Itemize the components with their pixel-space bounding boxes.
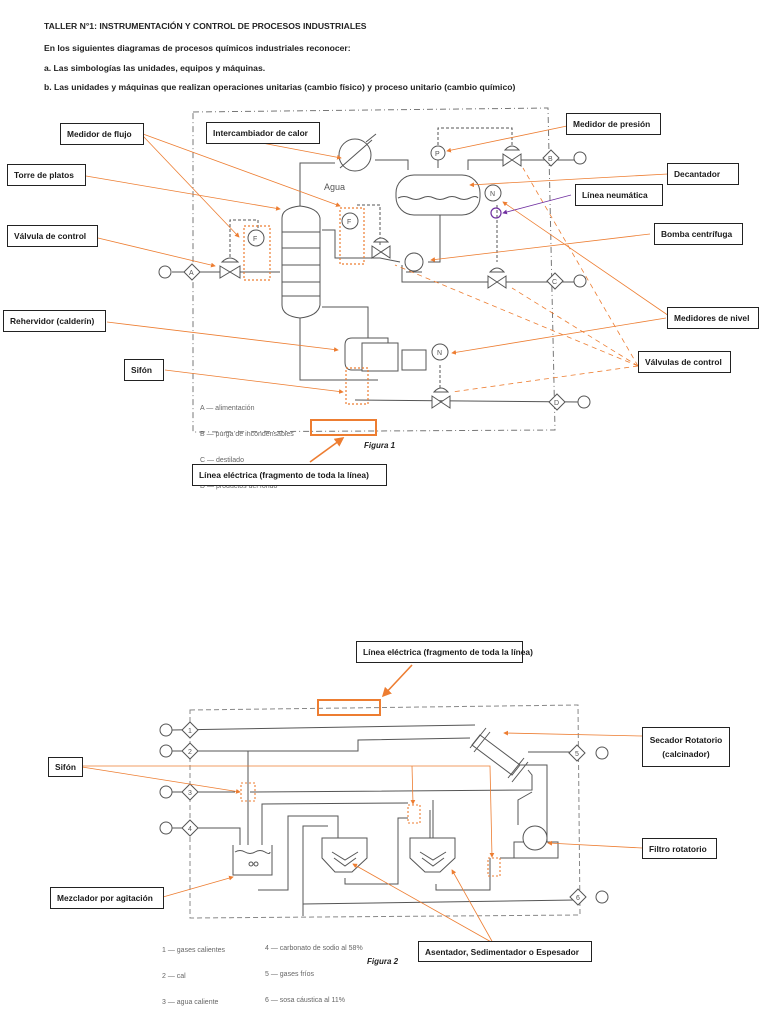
flow-meter-icon <box>341 212 359 230</box>
heat-exchanger-icon <box>338 133 377 172</box>
stream-tag-b: B <box>548 156 553 163</box>
stream-tag-4: 4 <box>188 826 192 833</box>
legend-item: 2 — cal <box>162 972 186 980</box>
pneumatic-annotation-arrow <box>502 194 572 215</box>
stream-tag-a: A <box>189 270 194 277</box>
settler-icon <box>321 837 456 873</box>
legend-item: 5 — gases fríos <box>265 970 315 978</box>
stream-tag-6: 6 <box>576 895 580 902</box>
label-medidor-presion: Medidor de presión <box>566 113 661 135</box>
electric-line-highlight <box>310 419 377 436</box>
level-meter-icon <box>431 184 502 361</box>
figure1-legend: A — alimentación B — purga de incondensa… <box>200 388 294 500</box>
label-medidor-flujo: Medidor de flujo <box>60 123 144 145</box>
legend-item: 3 — agua caliente <box>162 998 219 1006</box>
figure2-stream-diamonds <box>159 721 609 906</box>
electric-annotation-arrow <box>309 437 345 463</box>
stream-tag-diamonds <box>158 149 591 411</box>
electric-annotation-arrow-2 <box>381 664 413 698</box>
pressure-meter-icon <box>430 145 446 161</box>
level-meter-tag: N <box>437 350 442 357</box>
label-sifon: Sifón <box>124 359 164 381</box>
legend-item: B — purga de incondensables <box>200 430 294 438</box>
legend-item: A — alimentación <box>200 405 255 413</box>
document-title: TALLER N°1: INSTRUMENTACIÓN Y CONTROL DE… <box>44 21 367 31</box>
legend-item: 4 — carbonato de sodio al 58% <box>265 945 363 953</box>
instructions-intro: En los siguientes diagramas de procesos … <box>44 43 351 53</box>
label-intercambiador-calor: Intercambiador de calor <box>206 122 320 144</box>
flow-meter-tag: F <box>347 219 351 226</box>
stream-tag-1: 1 <box>188 728 192 735</box>
highlight-boxes <box>243 207 369 405</box>
figure1-caption: Figura 1 <box>364 441 396 450</box>
figure2-process-lines <box>171 724 577 916</box>
control-valve-icon <box>219 145 522 409</box>
pneumatic-line-highlight <box>490 207 502 219</box>
label-linea-electrica-2: Línea eléctrica (fragmento de toda la lí… <box>356 641 533 663</box>
pressure-meter-tag: P <box>435 151 440 158</box>
instruction-item-b: b. Las unidades y máquinas que realizan … <box>44 82 516 92</box>
siphon-highlights <box>240 782 501 877</box>
figure2-annotation-arrows <box>81 730 643 944</box>
label-bomba-centrifuga: Bomba centrífuga <box>654 223 743 245</box>
rotary-filter-icon <box>513 825 559 859</box>
figure2-legend-left: 1 — gases calientes 2 — cal 3 — agua cal… <box>162 930 225 1016</box>
label-decantador: Decantador <box>667 163 739 185</box>
flow-meter-icon <box>247 229 265 247</box>
label-secador-rotatorio: Secador Rotatorio (calcinador) <box>642 727 730 767</box>
stream-tag-c: C <box>552 279 557 286</box>
figure2-legend-right: 4 — carbonato de sodio al 58% 5 — gases … <box>265 928 363 1014</box>
figure1-process-lines <box>172 127 581 403</box>
agitated-mixer-icon <box>232 845 273 876</box>
instruction-item-a: a. Las simbologías las unidades, equipos… <box>44 63 266 73</box>
stream-tag-5: 5 <box>575 751 579 758</box>
reboiler-icon <box>344 337 427 372</box>
label-rehervidor: Rehervidor (calderín) <box>3 310 106 332</box>
figure1-boundary <box>192 107 556 433</box>
level-meter-tag: N <box>490 191 495 198</box>
legend-item: 6 — sosa cáustica al 11% <box>265 996 346 1004</box>
label-linea-neumatica: Línea neumática <box>575 184 663 206</box>
label-torre-platos: Torre de platos <box>7 164 86 186</box>
label-linea-electrica: Línea eléctrica (fragmento de toda la lí… <box>192 464 387 486</box>
stream-tag-2: 2 <box>188 749 192 756</box>
label-sifon-2: Sifón <box>48 757 83 777</box>
flow-meter-tag: F <box>253 236 257 243</box>
label-valvulas-control: Válvulas de control <box>638 351 731 373</box>
rotary-dryer-icon <box>469 727 529 783</box>
water-label: Agua <box>324 182 345 192</box>
label-valvula-control: Válvula de control <box>7 225 98 247</box>
label-medidores-nivel: Medidores de nivel <box>667 307 759 329</box>
label-asentador: Asentador, Sedimentador o Espesador <box>418 941 592 962</box>
electric-line-highlight-2 <box>317 699 381 716</box>
stream-tag-d: D <box>554 400 559 407</box>
figure2-boundary <box>189 704 581 919</box>
label-filtro-rotatorio: Filtro rotatorio <box>642 838 717 859</box>
centrifugal-pump-icon <box>404 252 424 273</box>
stream-tag-3: 3 <box>188 790 192 797</box>
label-mezclador-agitacion: Mezclador por agitación <box>50 887 164 909</box>
figure2-caption: Figura 2 <box>367 957 399 966</box>
figure1-annotation-arrows <box>85 125 673 394</box>
decanter-icon <box>395 174 481 216</box>
legend-item: C — destilado <box>200 456 244 464</box>
plate-tower-icon <box>281 205 321 319</box>
legend-item: D — productos del fondo <box>200 482 278 490</box>
legend-item: 1 — gases calientes <box>162 947 226 955</box>
